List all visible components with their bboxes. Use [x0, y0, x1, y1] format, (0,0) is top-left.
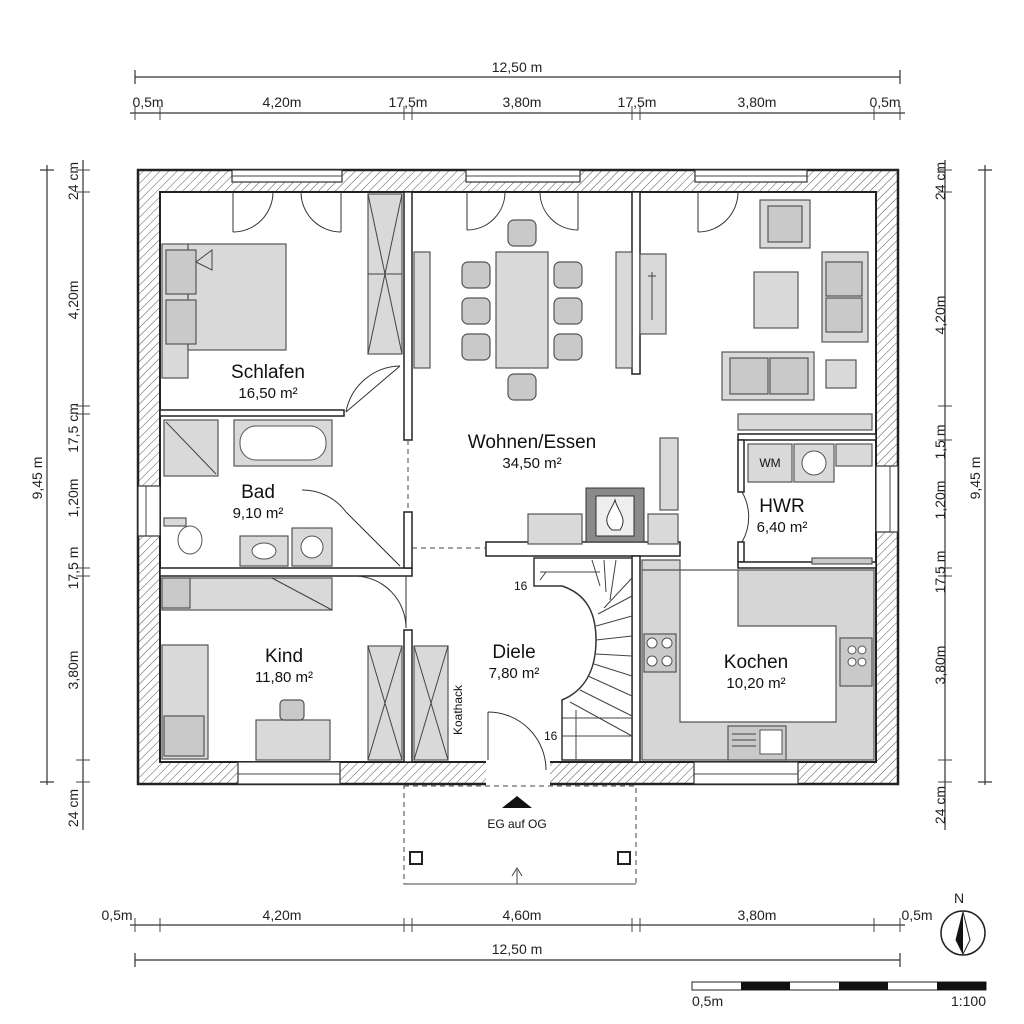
scale-left-label: 0,5m [692, 993, 723, 1009]
scale-bar: 0,5m 1:100 [691, 981, 987, 1009]
stair-top-label: 16 [514, 579, 528, 593]
entrance-arrow-icon [502, 796, 532, 808]
bottom-seg-2: 4,20m [263, 907, 302, 923]
top-seg-4: 3,80m [503, 94, 542, 110]
right-seg-1: 24 cm [932, 162, 948, 200]
wm-label: WM [759, 456, 780, 470]
room-wohnen-name: Wohnen/Essen [468, 432, 597, 453]
top-seg-6: 3,80m [738, 94, 777, 110]
left-seg-3: 17,5 cm [65, 403, 81, 453]
doors [232, 191, 750, 771]
bottom-seg-3: 4,60m [503, 907, 542, 923]
top-dimensions: 12,50 m 0,5m 4,20m 17,5m 3,80m 17,5m 3,8… [130, 59, 905, 120]
right-seg-6: 3,80m [932, 646, 948, 685]
top-seg-5: 17,5m [618, 94, 657, 110]
hwr-furniture [747, 443, 873, 565]
top-seg-1: 0,5m [132, 94, 163, 110]
right-seg-7: 24 cm [932, 786, 948, 824]
staircase: 16 16 [514, 557, 633, 761]
bottom-seg-1: 0,5m [101, 907, 132, 923]
top-total-dim: 12,50 m [492, 59, 543, 75]
right-seg-4: 1,20m [932, 481, 948, 520]
bottom-total-dim: 12,50 m [492, 941, 543, 957]
bottom-seg-4: 3,80m [738, 907, 777, 923]
top-seg-3: 17,5m [389, 94, 428, 110]
room-kind-area: 11,80 m² [255, 669, 313, 686]
bad-furniture [163, 419, 333, 567]
left-seg-5: 17,5 m [65, 547, 81, 590]
entrance-canopy: EG auf OG [403, 785, 637, 885]
room-diele-name: Diele [492, 642, 535, 663]
room-bad-area: 9,10 m² [233, 505, 284, 522]
left-seg-4: 1,20m [65, 479, 81, 518]
room-kochen-area: 10,20 m² [726, 675, 785, 692]
room-schlafen-area: 16,50 m² [238, 385, 297, 402]
windows [137, 169, 899, 786]
left-seg-6: 3,80m [65, 651, 81, 690]
room-labels: Schlafen 16,50 m² Bad 9,10 m² Kind 11,80… [231, 362, 807, 692]
wohnen-furniture [413, 219, 679, 545]
room-wohnen-area: 34,50 m² [502, 455, 561, 472]
stair-bottom-label: 16 [544, 729, 558, 743]
right-dimensions: 24 cm 4,20m 1,5 m 1,20m 17,5 m 3,80m 24 … [932, 160, 992, 830]
top-seg-2: 4,20m [263, 94, 302, 110]
north-label: N [954, 890, 964, 906]
entrance-label: EG auf OG [487, 817, 546, 831]
interior-walls [159, 191, 877, 763]
room-diele-area: 7,80 m² [489, 665, 540, 682]
left-dimensions: 9,45 m 24 cm 4,20m 17,5 cm 1,20m 17,5 m … [29, 160, 90, 830]
left-seg-7: 24 cm [65, 789, 81, 827]
scale-right-label: 1:100 [951, 993, 986, 1009]
right-seg-3: 1,5 m [932, 424, 948, 459]
left-total-dim: 9,45 m [29, 457, 45, 500]
right-seg-2: 4,20m [932, 296, 948, 335]
diele-wardrobe: Koathack [413, 645, 465, 761]
left-seg-1: 24 cm [65, 162, 81, 200]
room-bad-name: Bad [241, 482, 275, 503]
room-schlafen-name: Schlafen [231, 362, 305, 383]
room-kochen-name: Kochen [724, 652, 788, 673]
bottom-seg-5: 0,5m [901, 907, 932, 923]
wardrobe-label: Koathack [451, 684, 465, 735]
left-seg-2: 4,20m [65, 281, 81, 320]
right-total-dim: 9,45 m [967, 457, 983, 500]
schlafen-furniture [161, 193, 403, 379]
bottom-dimensions: 0,5m 4,20m 4,60m 3,80m 0,5m 12,50 m [101, 907, 933, 967]
living-furniture [721, 199, 873, 431]
kochen-furniture [641, 559, 875, 761]
kind-furniture [161, 577, 403, 761]
right-seg-5: 17,5 m [932, 551, 948, 594]
room-hwr-area: 6,40 m² [757, 519, 808, 536]
room-hwr-name: HWR [759, 496, 804, 517]
north-arrow: N [940, 890, 986, 956]
room-kind-name: Kind [265, 646, 303, 667]
top-seg-7: 0,5m [869, 94, 900, 110]
